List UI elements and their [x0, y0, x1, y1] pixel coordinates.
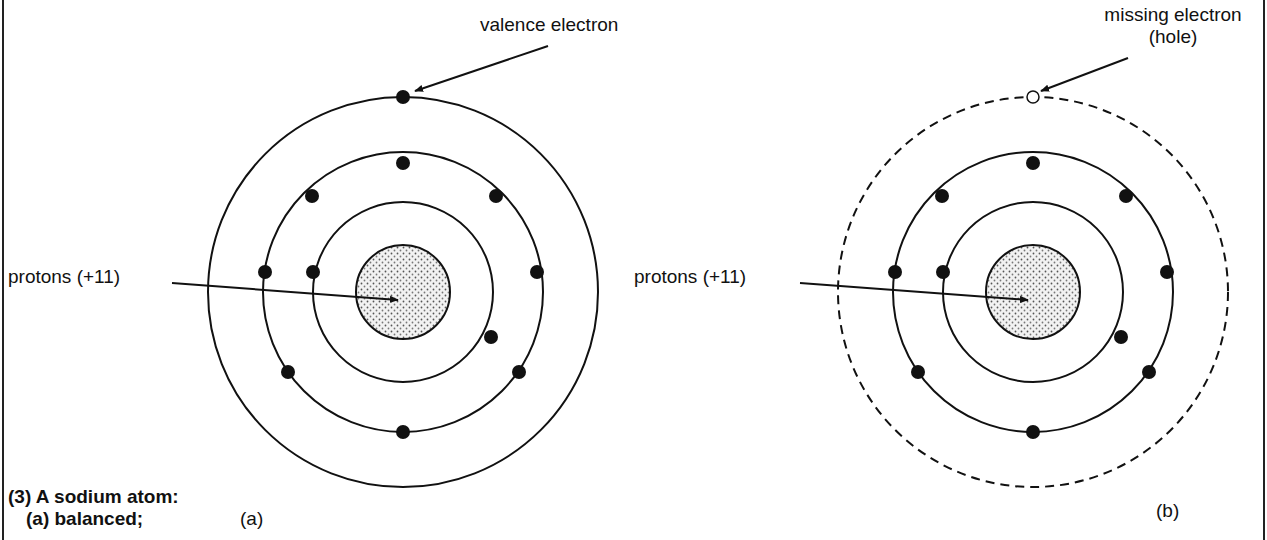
callout-label: protons (+11)	[634, 266, 746, 288]
page-rule	[2, 0, 4, 540]
callout-label: missing electron (hole)	[1098, 4, 1248, 48]
callout-label: valence electron	[480, 14, 618, 36]
atom-a	[208, 90, 598, 487]
leader-arrow	[415, 46, 548, 91]
page-rule	[1263, 0, 1265, 540]
caption-line: (a) balanced;	[26, 508, 143, 530]
leader-arrow	[1041, 58, 1128, 91]
leader-arrow	[172, 283, 398, 300]
panel-letter: (a)	[240, 508, 263, 530]
panel-letter: (b)	[1156, 500, 1179, 522]
hole-symbol	[1027, 91, 1039, 103]
caption-line: (3) A sodium atom:	[8, 486, 179, 508]
atom-b	[838, 91, 1228, 487]
leader-arrow	[800, 283, 1028, 300]
callout-label: protons (+11)	[8, 266, 120, 288]
